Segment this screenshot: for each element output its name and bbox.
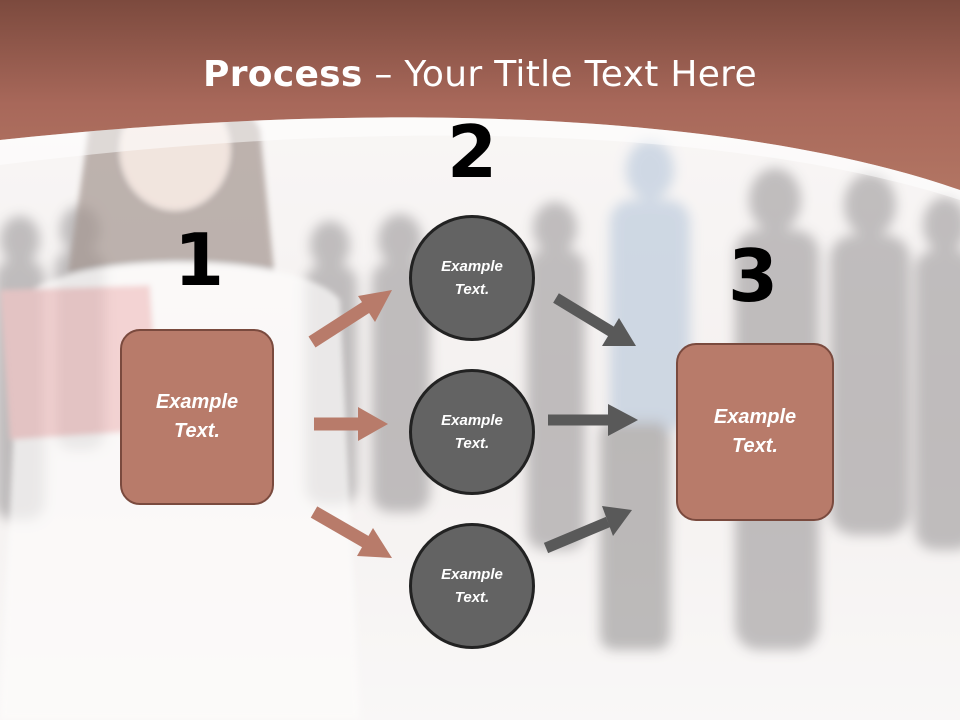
arrow-to-circle-bottom bbox=[310, 506, 392, 558]
step-2-text-bottom: Example Text. bbox=[441, 566, 503, 606]
step-2-circle-bottom: Example Text. bbox=[409, 523, 535, 649]
step-number-3: 3 bbox=[727, 234, 779, 318]
step-2-circle-middle: Example Text. bbox=[409, 369, 535, 495]
step-1-box: Example Text. bbox=[120, 329, 274, 505]
arrow-from-circle-middle bbox=[548, 404, 638, 436]
arrow-to-circle-middle bbox=[314, 407, 388, 441]
title-rest: – Your Title Text Here bbox=[362, 54, 757, 95]
step-number-2: 2 bbox=[446, 110, 498, 194]
arrow-from-circle-bottom bbox=[543, 506, 632, 554]
step-2-circle-top: Example Text. bbox=[409, 215, 535, 341]
step-2-text-top: Example Text. bbox=[441, 258, 503, 298]
step-3-box: Example Text. bbox=[676, 343, 834, 521]
title-bold: Process bbox=[203, 54, 363, 95]
arrow-from-circle-top bbox=[553, 293, 636, 346]
arrow-to-circle-top bbox=[308, 290, 392, 348]
step-1-text: Example Text. bbox=[155, 391, 239, 442]
step-3-text: Example Text. bbox=[713, 406, 797, 457]
step-number-1: 1 bbox=[173, 218, 225, 302]
slide-title: Process – Your Title Text Here bbox=[0, 54, 960, 95]
step-2-text-middle: Example Text. bbox=[441, 412, 503, 452]
